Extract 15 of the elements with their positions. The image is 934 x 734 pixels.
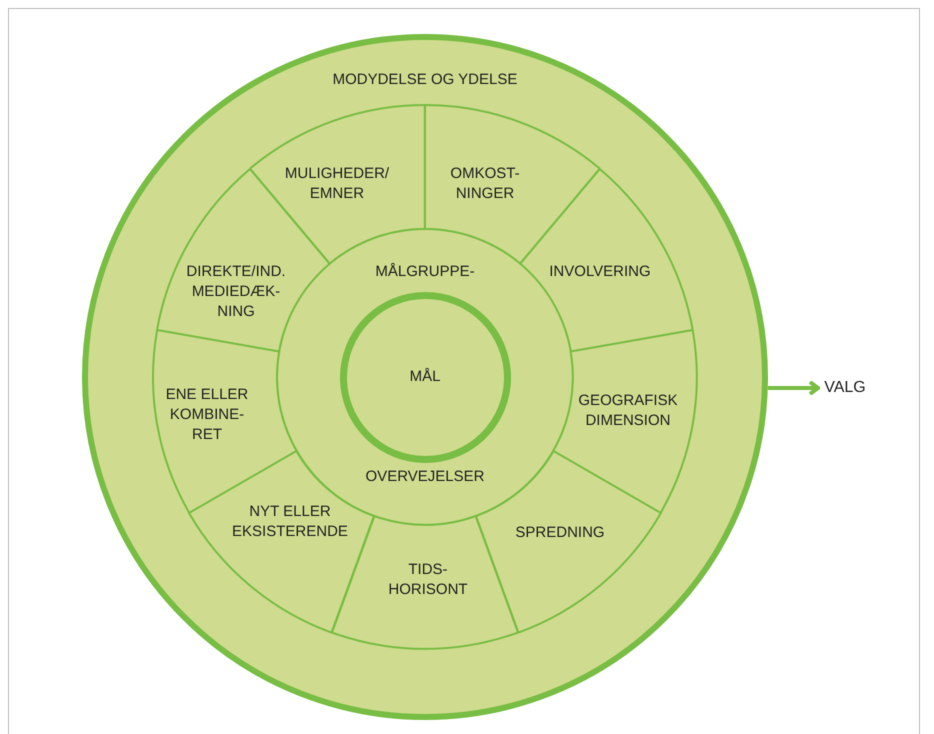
segment-label: INVOLVERING (548, 262, 652, 282)
ring-label: MÅLGRUPPE- (374, 262, 476, 282)
segment-label: SPREDNING (514, 523, 606, 543)
segment-label: TIDS- HORISONT (387, 560, 469, 600)
ring-label: MODYDELSE OG YDELSE (332, 70, 518, 90)
ring-label: MÅL (408, 367, 442, 387)
segment-label: MULIGHEDER/ EMNER (284, 164, 390, 204)
segment-label: NYT ELLER EKSISTERENDE (231, 502, 349, 542)
segment-label: DIREKTE/IND. MEDIEDÆK- NING (185, 262, 287, 322)
segment-label: ENE ELLER KOMBINE- RET (164, 384, 250, 445)
arrow (768, 380, 820, 396)
output-label: VALG (823, 378, 867, 398)
ring-label: OVERVEJELSER (364, 467, 486, 487)
segment-label: OMKOST- NINGER (449, 164, 521, 204)
segment-label: GEOGRAFISK DIMENSION (577, 390, 679, 431)
